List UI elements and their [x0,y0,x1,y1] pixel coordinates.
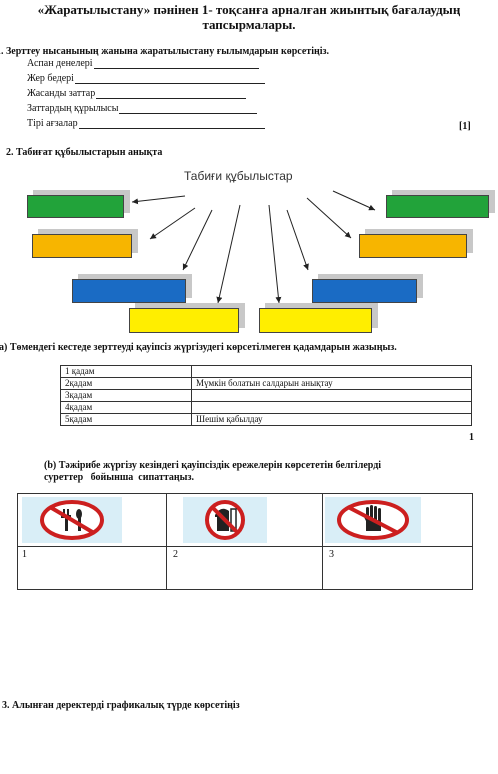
question-a-title: a) Төмендегі кестеде зерттеуді қауіпсіз … [0,342,397,353]
answer-blank[interactable] [96,88,247,99]
answer-box-yellow-right[interactable] [259,308,372,333]
answer-box-blue-left[interactable] [72,279,186,303]
sign-number: 1 [22,549,27,560]
q1-item-label: Жер бедері [27,73,74,84]
step-label: 5қадам [60,413,192,426]
answer-box-orange-right[interactable] [359,234,467,258]
step-text: Мүмкін болатын салдарын анықтау [191,377,472,390]
q1-item: Аспан денелері [27,58,259,69]
signs-table: 1 2 3 [17,493,473,590]
sign-answer-cell[interactable]: 1 [17,546,167,590]
step-label: 1 қадам [60,365,192,378]
sign-number: 3 [329,549,334,560]
sign-answer-cell[interactable]: 3 [322,546,473,590]
answer-box-blue-right[interactable] [312,279,417,303]
answer-box-green-left[interactable] [27,195,124,218]
table-row: 4қадам [60,401,472,414]
sign-number: 2 [173,549,178,560]
step-label: 3қадам [60,389,192,402]
no-eating-icon [40,500,104,540]
q1-item-label: Аспан денелері [27,58,93,69]
sign-cell [166,493,323,547]
q1-item-label: Тірі ағзалар [27,118,78,129]
table-row: 5қадам Шешім қабылдау [60,413,472,426]
question-2-title: 2. Табиғат құбылыстарын анықта [6,147,163,158]
step-label: 4қадам [60,401,192,414]
question-b-title-line1: (b) Тәжірибе жүргізу кезіндегі қауіпсізд… [44,460,382,471]
qa-score: 1 [469,432,474,443]
steps-table: 1 қадам 2қадам Мүмкін болатын салдарын а… [60,365,472,426]
step-answer-cell[interactable] [191,365,472,378]
q1-item-label: Жасанды заттар [27,88,96,99]
step-answer-cell[interactable] [191,401,472,414]
step-label: 2қадам [60,377,192,390]
no-drinking-icon [205,500,245,540]
sign-image [183,497,267,543]
sign-cell [322,493,473,547]
sign-image [22,497,122,543]
step-text: Шешім қабылдау [191,413,472,426]
q1-item: Тірі ағзалар [27,118,265,129]
diagram-title: Табиғи құбылыстар [184,169,293,183]
q1-score: [1] [459,121,471,132]
answer-blank[interactable] [78,118,265,129]
sign-image [325,497,421,543]
table-row: 1 2 3 [17,546,473,590]
answer-blank[interactable] [93,58,259,69]
no-touching-icon [337,500,409,540]
q1-item-label: Заттардың құрылысы [27,103,119,114]
question-b-title-line2: суреттер бойынша сипаттаңыз. [44,472,195,483]
step-answer-cell[interactable] [191,389,472,402]
q1-item: Жасанды заттар [27,88,247,99]
table-row: 3қадам [60,389,472,402]
question-1-title: 1. Зерттеу нысанының жанына жаратылыстан… [0,46,330,57]
diagram-arrows [131,190,376,304]
table-row: 2қадам Мүмкін болатын салдарын анықтау [60,377,472,390]
q1-item: Жер бедері [27,73,265,84]
table-row: 1 қадам [60,365,472,378]
q1-item: Заттардың құрылысы [27,103,258,114]
sign-answer-cell[interactable]: 2 [166,546,323,590]
answer-blank[interactable] [74,73,265,84]
answer-blank[interactable] [119,103,258,114]
worksheet-title-line1: «Жаратылыстану» пәнінен 1- тоқсанға арна… [37,2,461,17]
table-row [17,493,473,547]
answer-box-yellow-left[interactable] [129,308,239,333]
worksheet-title-line2: тапсырмалары. [202,17,296,32]
sign-cell [17,493,167,547]
answer-box-orange-left[interactable] [32,234,132,258]
question-3-title: 3. Алынған деректерді графикалық түрде к… [2,700,240,711]
answer-box-green-right[interactable] [386,195,489,218]
